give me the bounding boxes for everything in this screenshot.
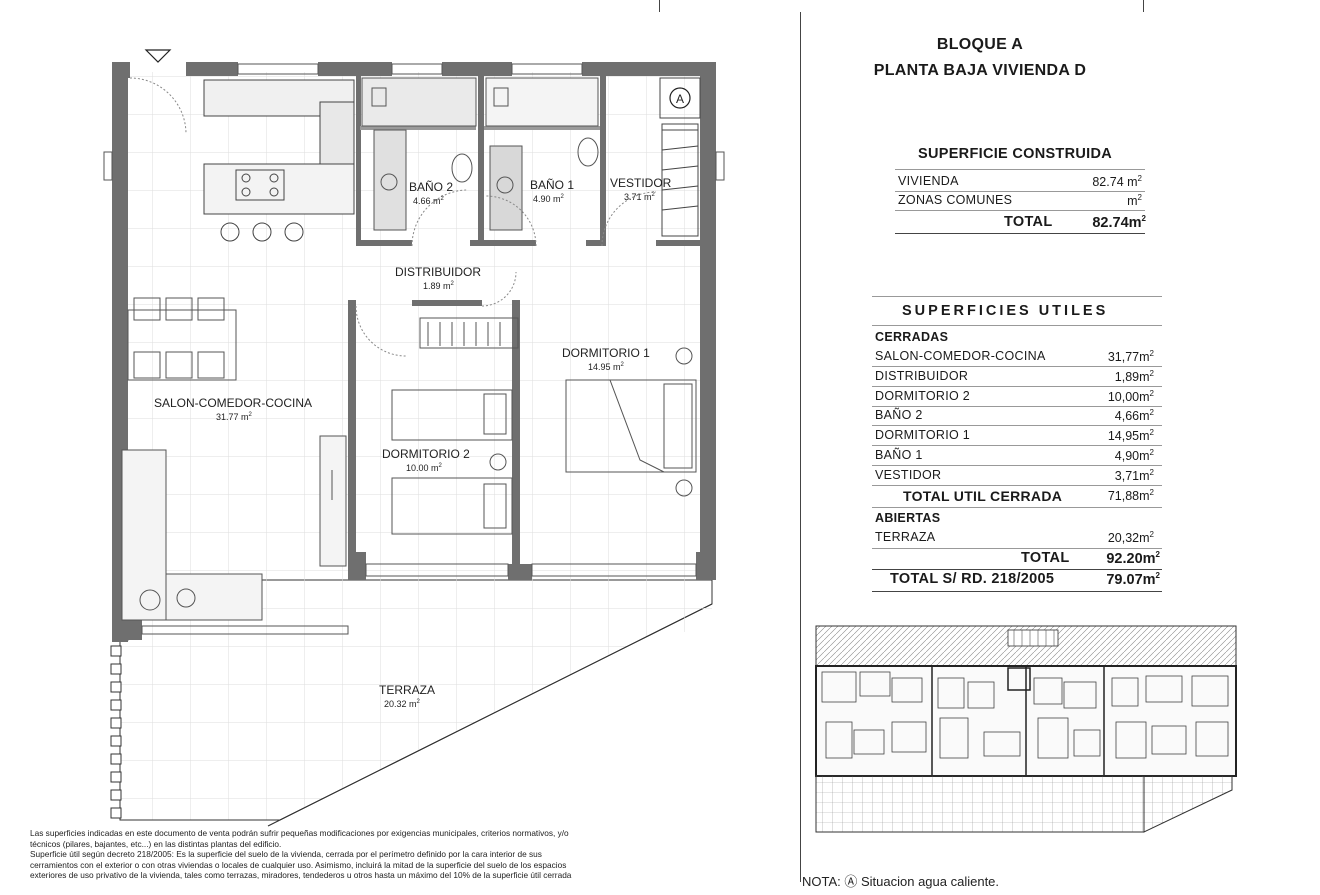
key-plan-stair (1007, 629, 1059, 647)
utiles-total-label: TOTAL (1021, 550, 1070, 566)
frame-top-tick-left (659, 0, 660, 12)
cerradas-row-label: DORMITORIO 2 (875, 388, 971, 403)
cerradas-row-rule (872, 445, 1162, 447)
construida-total-value: 82.74m2 (1092, 214, 1146, 231)
cerradas-row-value: 10,00m2 (1107, 388, 1154, 404)
cerradas-label: CERRADAS (875, 330, 949, 344)
cerradas-row-rule (872, 366, 1162, 367)
dormitorio1-furniture (565, 347, 697, 497)
cerradas-row-value: 4,66m2 (1114, 408, 1154, 424)
room-name-dormitorio2: DORMITORIO 2 (382, 447, 470, 461)
cerradas-row-value: 1,89m2 (1114, 368, 1154, 384)
legal-notes: Las superficies indicadas en este docume… (30, 828, 650, 881)
block-title: BLOQUE A (936, 36, 1024, 53)
note-line-3: Superficie útil según decreto 218/2005: … (30, 849, 542, 860)
frame-top-tick-right (1143, 0, 1144, 12)
cerradas-row-label: VESTIDOR (875, 467, 942, 482)
entrance-marker (144, 49, 172, 63)
room-name-salon: SALON-COMEDOR-COCINA (154, 396, 312, 410)
room-name-vestidor: VESTIDOR (610, 176, 672, 190)
utiles-rule-total-cerrada (872, 507, 1162, 508)
utiles-heading: SUPERFICIES UTILES (902, 303, 1109, 319)
doors (129, 77, 657, 357)
room-area-salon: 31.77 m2 (216, 412, 253, 422)
total-rd-value: 79.07m2 (1106, 571, 1160, 588)
utiles-rule-total (872, 569, 1162, 570)
cerradas-row-label: DISTRIBUIDOR (875, 368, 969, 383)
floor-plan: A (103, 49, 725, 827)
construida-rule-top (895, 169, 1145, 170)
room-name-bano1: BAÑO 1 (530, 178, 574, 192)
cerradas-row-value: 14,95m2 (1107, 428, 1154, 444)
cerradas-row-rule (872, 484, 1162, 486)
cerradas-row-label: SALON-COMEDOR-COCINA (875, 349, 1046, 363)
construida-total-label: TOTAL (1004, 214, 1053, 230)
room-area-dormitorio1: 14.95 m2 (588, 362, 625, 372)
room-area-bano2: 4.66 m2 (413, 196, 445, 206)
abiertas-value-terraza: 20,32m2 (1107, 530, 1154, 546)
room-name-terraza: TERRAZA (379, 683, 435, 697)
abiertas-label: ABIERTAS (875, 511, 941, 525)
total-util-cerrada-label: TOTAL UTIL CERRADA (903, 488, 1063, 504)
room-area-distribuidor: 1.89 m2 (423, 281, 455, 291)
utiles-rule-top (872, 296, 1162, 297)
note-line-5: exteriores de uso privativo de la vivien… (30, 870, 572, 881)
key-plan-terrace (815, 775, 1145, 833)
cerradas-row-label: DORMITORIO 1 (875, 428, 971, 443)
cerradas-row-rule (872, 405, 1162, 407)
construida-rule-bottom (895, 233, 1145, 234)
room-area-terraza: 20.32 m2 (384, 699, 421, 709)
kitchen-furniture (203, 79, 355, 242)
utiles-rule-heading (872, 325, 1162, 326)
utiles-rule-bottom (872, 591, 1162, 592)
cerradas-row-rule (872, 465, 1162, 466)
dining-table (127, 297, 237, 381)
cerradas-row-label: BAÑO 2 (875, 408, 923, 423)
construida-value-zonas: m2 (1127, 193, 1142, 209)
note-line-1: Las superficies indicadas en este docume… (30, 828, 569, 838)
construida-rule-1 (895, 191, 1145, 192)
total-rd-label: TOTAL S/ RD. 218/2005 (890, 571, 1055, 587)
key-plan (815, 625, 1237, 833)
cerradas-row-rule (872, 385, 1162, 387)
construida-rule-2 (895, 210, 1145, 211)
room-area-vestidor: 3.71 m2 (624, 192, 656, 202)
frame-divider-vertical (800, 12, 801, 882)
room-name-dormitorio1: DORMITORIO 1 (562, 346, 650, 360)
living-furniture (121, 435, 347, 621)
utiles-rule-abiertas (872, 548, 1162, 549)
outer-walls (112, 62, 716, 642)
room-area-dormitorio2: 10.00 m2 (406, 463, 443, 473)
cerradas-row-value: 4,90m2 (1114, 448, 1154, 464)
utiles-total-value: 92.20m2 (1106, 550, 1160, 567)
interior-walls (348, 76, 700, 570)
room-labels: BAÑO 2 4.66 m2 BAÑO 1 4.90 m2 VESTIDOR 3… (154, 176, 672, 709)
hot-water-marker (669, 87, 691, 109)
room-name-distribuidor: DISTRIBUIDOR (395, 265, 481, 279)
abiertas-row-terraza: TERRAZA (875, 530, 936, 544)
cerradas-row-label: BAÑO 1 (875, 448, 923, 462)
construida-row-vivienda: VIVIENDA (898, 174, 959, 188)
construida-heading: SUPERFICIE CONSTRUIDA (918, 146, 1113, 162)
construida-row-zonas: ZONAS COMUNES (898, 193, 1013, 207)
construida-value-vivienda: 82.74 m2 (1092, 174, 1142, 190)
cerradas-row-value: 3,71m2 (1114, 467, 1154, 483)
terrace-railing-posts (110, 645, 122, 819)
room-area-bano1: 4.90 m2 (533, 194, 565, 204)
cerradas-row-value: 31,77m2 (1107, 349, 1154, 365)
total-util-cerrada-value: 71,88m2 (1107, 488, 1154, 504)
hot-water-note: NOTA: Ⓐ Situacion agua caliente. (802, 874, 1000, 889)
note-line-2: técnicos (pilares, bajantes, etc...) en … (30, 838, 282, 849)
dormitorio2-furniture (391, 317, 519, 535)
floor-title: PLANTA BAJA VIVIENDA D (873, 62, 1087, 79)
cerradas-row-rule (872, 425, 1162, 427)
note-line-4: cerramientos con el exterior o con otras… (30, 859, 567, 870)
room-name-bano2: BAÑO 2 (409, 180, 453, 194)
hot-water-marker-label: A (676, 92, 684, 106)
